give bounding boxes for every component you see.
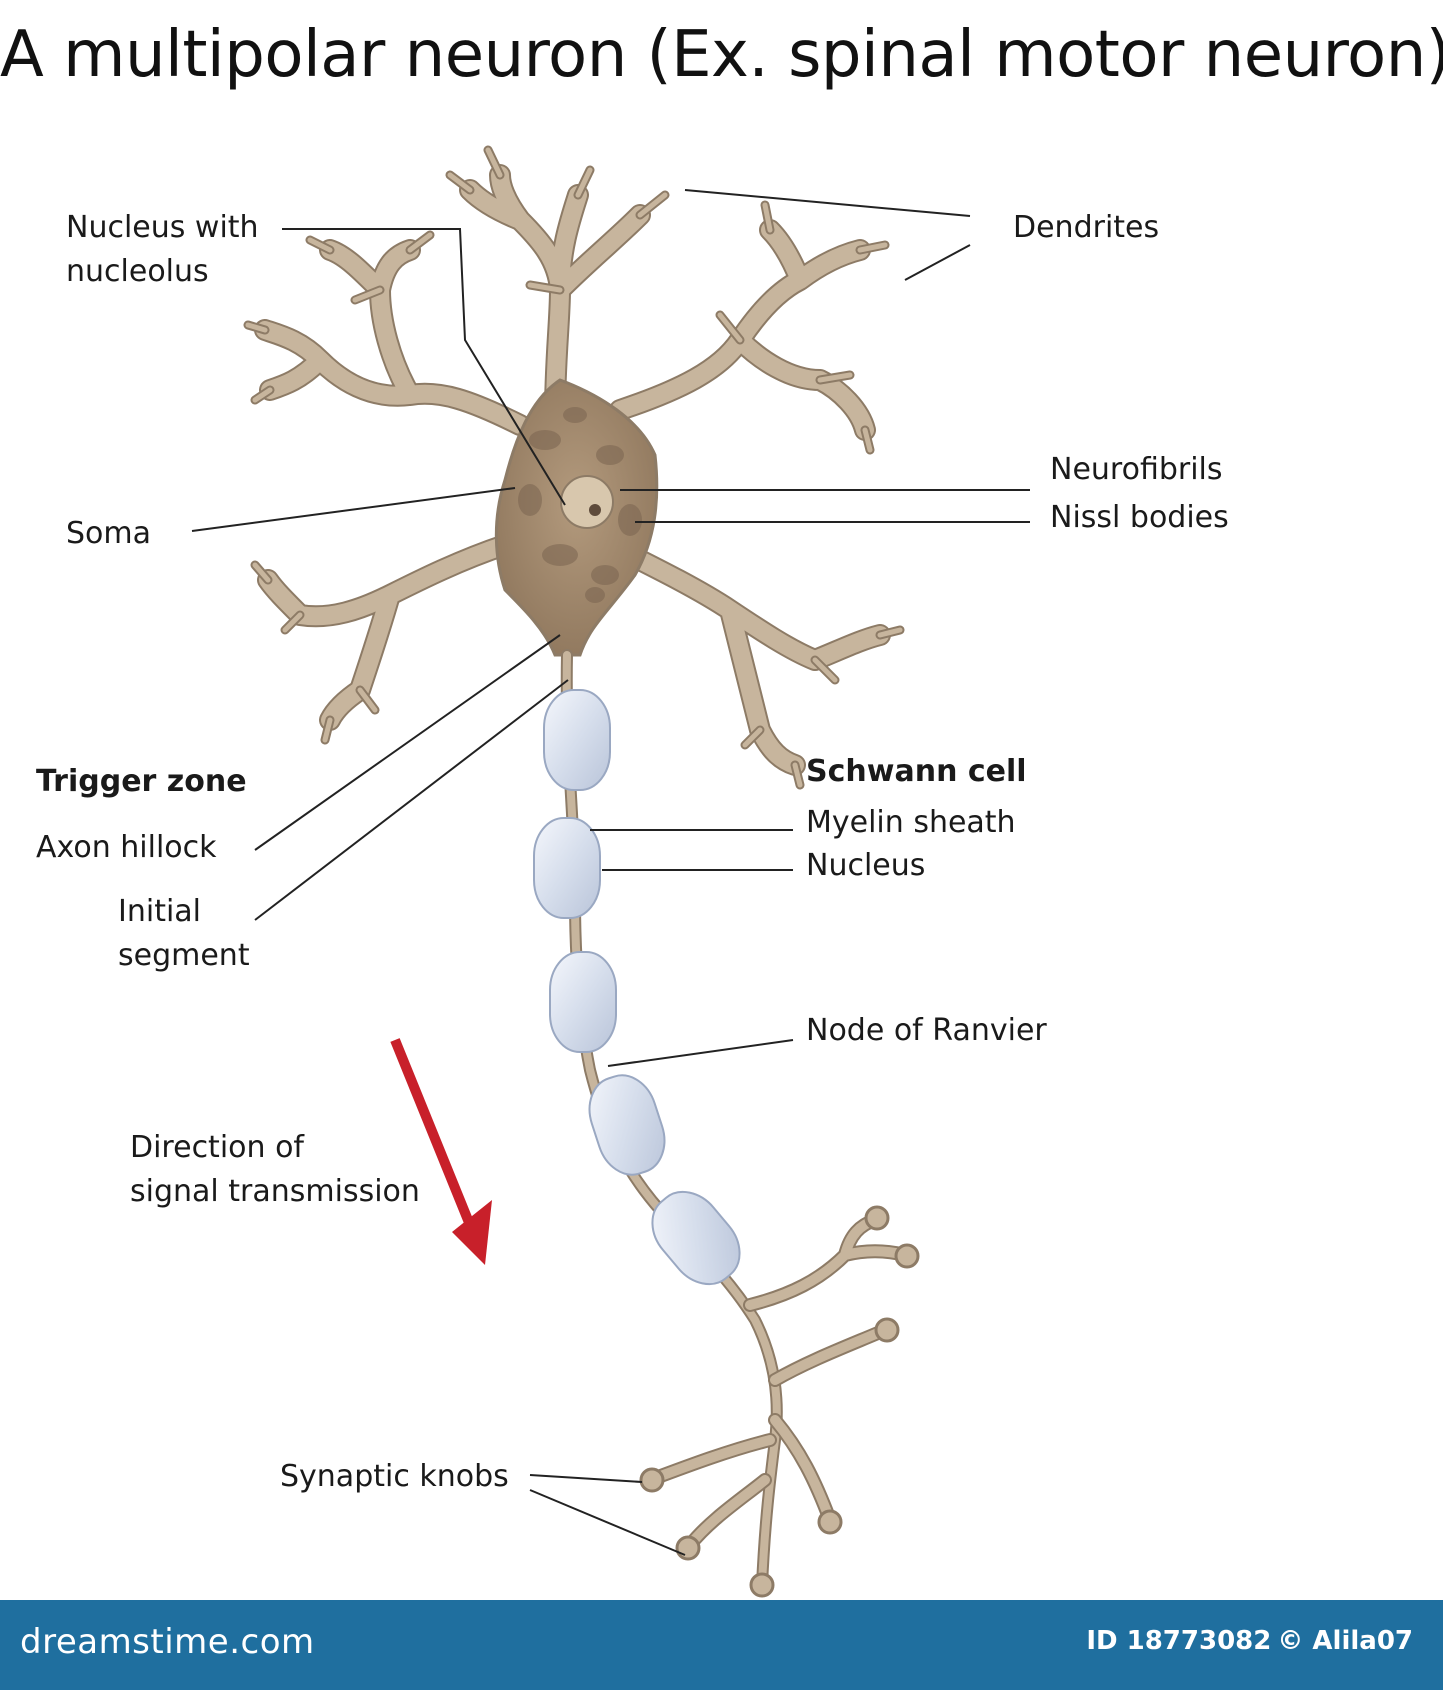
diagram-canvas: A multipolar neuron (Ex. spinal motor ne… xyxy=(0,18,1443,1598)
schwann-cell-3 xyxy=(549,951,617,1053)
label-nucleus-with: Nucleus with xyxy=(66,210,259,245)
label-neurofibrils: Neurofibrils xyxy=(1050,452,1223,487)
schwann-cell-5 xyxy=(651,1190,741,1286)
leader-node-ranvier xyxy=(607,1039,794,1067)
image-id-label: ID 18773082 xyxy=(1086,1626,1272,1656)
leader-dendrites-2 xyxy=(904,244,971,281)
label-schwann-cell: Schwann cell xyxy=(806,754,1027,789)
leader-synaptic-2 xyxy=(529,1489,686,1556)
diagram-title: A multipolar neuron (Ex. spinal motor ne… xyxy=(0,18,1443,92)
label-nucleolus: nucleolus xyxy=(66,254,209,289)
leader-initial-segment xyxy=(254,679,569,921)
neuron-illustration xyxy=(191,145,1030,1598)
label-dendrites: Dendrites xyxy=(1013,210,1160,245)
schwann-cell-2 xyxy=(533,817,601,919)
axon-terminals xyxy=(643,1213,912,1552)
nissl-bodies xyxy=(518,407,642,603)
label-signal-transmission: signal transmission xyxy=(130,1174,420,1209)
label-segment: segment xyxy=(118,938,250,973)
label-axon-hillock: Axon hillock xyxy=(36,830,217,865)
watermark-footer-bar: dreamstime.com ID 18773082© Alila07 xyxy=(0,1600,1443,1690)
schwann-cell-1 xyxy=(543,689,611,791)
label-nissl-bodies: Nissl bodies xyxy=(1050,500,1229,535)
label-node-of-ranvier: Node of Ranvier xyxy=(806,1013,1047,1048)
label-trigger-zone: Trigger zone xyxy=(36,764,247,799)
label-initial: Initial xyxy=(118,894,202,929)
label-nucleus: Nucleus xyxy=(806,848,926,883)
leader-lines xyxy=(191,189,1030,1556)
image-credit: © Alila07 xyxy=(1277,1626,1413,1656)
brand-logo: dreamstime.com xyxy=(20,1622,315,1662)
nucleus-circle xyxy=(560,475,614,529)
leader-soma xyxy=(191,487,516,532)
label-soma: Soma xyxy=(66,516,152,551)
direction-arrow xyxy=(390,1038,492,1265)
leader-axon-hillock xyxy=(254,634,561,851)
schwann-cells xyxy=(533,689,741,1286)
leader-synaptic-1 xyxy=(529,1474,643,1483)
dendrites-group xyxy=(243,145,905,790)
label-direction-of: Direction of xyxy=(130,1130,304,1165)
label-myelin-sheath: Myelin sheath xyxy=(806,805,1016,840)
synaptic-knobs-shapes xyxy=(639,1205,920,1598)
image-id: ID 18773082© Alila07 xyxy=(1080,1626,1413,1656)
leader-dendrites-1 xyxy=(684,189,971,217)
nucleolus-dot xyxy=(589,504,601,516)
leader-nucleus xyxy=(282,228,566,506)
label-synaptic-knobs: Synaptic knobs xyxy=(280,1459,509,1494)
schwann-cell-4 xyxy=(588,1074,666,1176)
